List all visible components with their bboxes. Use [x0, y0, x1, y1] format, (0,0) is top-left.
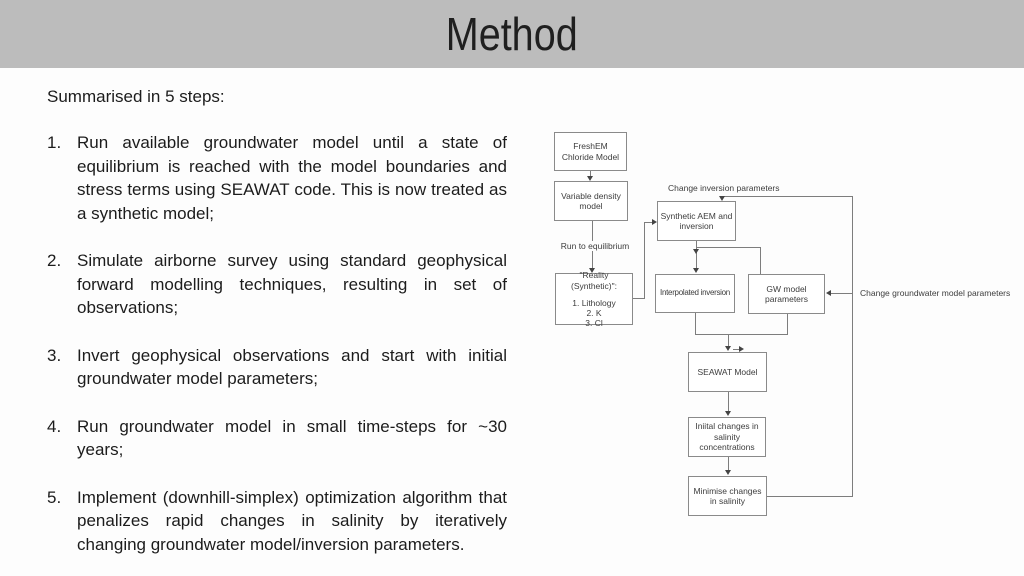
flow-box-seawat-model: SEAWAT Model — [688, 352, 767, 392]
connector-reality-out — [633, 298, 644, 299]
arrowhead-down-icon — [725, 470, 731, 475]
flow-box-minimise-changes: Minimise changes in salinity — [688, 476, 767, 516]
flow-box-freshem: FreshEM Chloride Model — [554, 132, 627, 171]
connector-minimise-feedback — [767, 496, 853, 497]
arrowhead-down-icon — [725, 411, 731, 416]
arrowhead-down-icon — [587, 176, 593, 181]
step-text: Invert geophysical observations and star… — [77, 345, 507, 389]
connector-seawat-to-initial — [728, 392, 729, 413]
flow-box-label: Synthetic AEM and inversion — [660, 210, 733, 232]
label-run-to-equilibrium: Run to equilibrium — [552, 241, 638, 251]
arrowhead-down-icon — [719, 196, 725, 201]
step-number: 5. — [47, 487, 62, 507]
connector-join-to-seawat — [728, 334, 729, 348]
arrowhead-left-icon — [826, 290, 831, 296]
arrowhead-down-icon — [589, 268, 595, 273]
connector-reality-to-aem — [644, 222, 653, 223]
connector-aem-branch — [696, 247, 760, 248]
list-item: 2. Simulate airborne survey using standa… — [47, 249, 507, 320]
connector-join — [695, 334, 788, 335]
step-text: Run available groundwater model until a … — [77, 133, 507, 223]
list-item: 5. Implement (downhill-simplex) optimiza… — [47, 486, 507, 557]
arrowhead-down-icon — [725, 346, 731, 351]
connector-feedback-vertical — [852, 196, 853, 497]
connector-feedback-to-gw — [831, 293, 853, 294]
step-text: Simulate airborne survey using standard … — [77, 251, 507, 317]
flow-box-label: Minimise changes in salinity — [693, 485, 762, 507]
flow-box-label: SEAWAT Model — [697, 366, 758, 377]
connector-seawat-hook — [733, 349, 739, 350]
step-text: Run groundwater model in small time-step… — [77, 416, 507, 460]
flow-box-interpolated-inversion: Interpolated inversion — [655, 274, 735, 313]
arrowhead-right-icon — [739, 346, 744, 352]
flow-box-label: FreshEM Chloride Model — [561, 141, 620, 162]
connector-interpolated-down — [695, 313, 696, 334]
step-number: 2. — [47, 251, 62, 270]
connector-aem-to-interpolated — [696, 241, 697, 271]
label-change-inversion-parameters: Change inversion parameters — [668, 183, 780, 193]
connector-freshem-to-vd — [590, 171, 591, 178]
connector-branch-to-gw — [760, 247, 761, 274]
connector-feedback-top — [722, 196, 853, 197]
connector-initial-to-minimise — [728, 457, 729, 472]
list-item: 4. Run groundwater model in small time-s… — [47, 415, 507, 462]
flow-box-reality-synthetic: "Reality (Synthetic)": 1. Lithology 2. K… — [555, 270, 633, 328]
intro-text: Summarised in 5 steps: — [47, 87, 225, 106]
step-number: 3. — [47, 345, 62, 365]
arrowhead-down-icon — [693, 268, 699, 273]
flow-box-label: "Reality (Synthetic)": — [570, 270, 617, 291]
flow-box-label: GW model parameters — [765, 283, 808, 305]
list-item: 3. Invert geophysical observations and s… — [47, 344, 507, 391]
label-change-groundwater-parameters: Change groundwater model parameters — [860, 288, 1011, 298]
connector-reality-up — [644, 222, 645, 299]
flow-box-label: Interpolated inversion — [660, 288, 730, 298]
flow-box-label: 3. Cl — [585, 318, 603, 328]
flow-box-label: Variable density model — [561, 190, 621, 212]
step-number: 4. — [47, 416, 62, 436]
flow-box-variable-density: Variable density model — [554, 181, 628, 221]
steps-list: 1. Run available groundwater model until… — [47, 131, 507, 576]
flow-box-label: 1. Lithology — [572, 298, 616, 308]
flow-box-gw-model-parameters: GW model parameters — [748, 274, 825, 314]
step-number: 1. — [47, 133, 62, 152]
flow-box-synthetic-aem: Synthetic AEM and inversion — [657, 201, 736, 241]
flow-box-label: Iniital changes in salinity concentratio… — [695, 421, 759, 453]
arrowhead-right-icon — [652, 219, 657, 225]
flow-box-initial-changes: Iniital changes in salinity concentratio… — [688, 417, 766, 457]
flow-box-label: 2. K — [586, 308, 602, 318]
slide-header: Method — [0, 0, 1024, 68]
connector-gw-down — [787, 314, 788, 334]
page-title: Method — [446, 8, 578, 60]
arrowhead-down-icon — [693, 249, 699, 254]
step-text: Implement (downhill-simplex) optimizatio… — [77, 487, 507, 554]
list-item: 1. Run available groundwater model until… — [47, 131, 507, 225]
